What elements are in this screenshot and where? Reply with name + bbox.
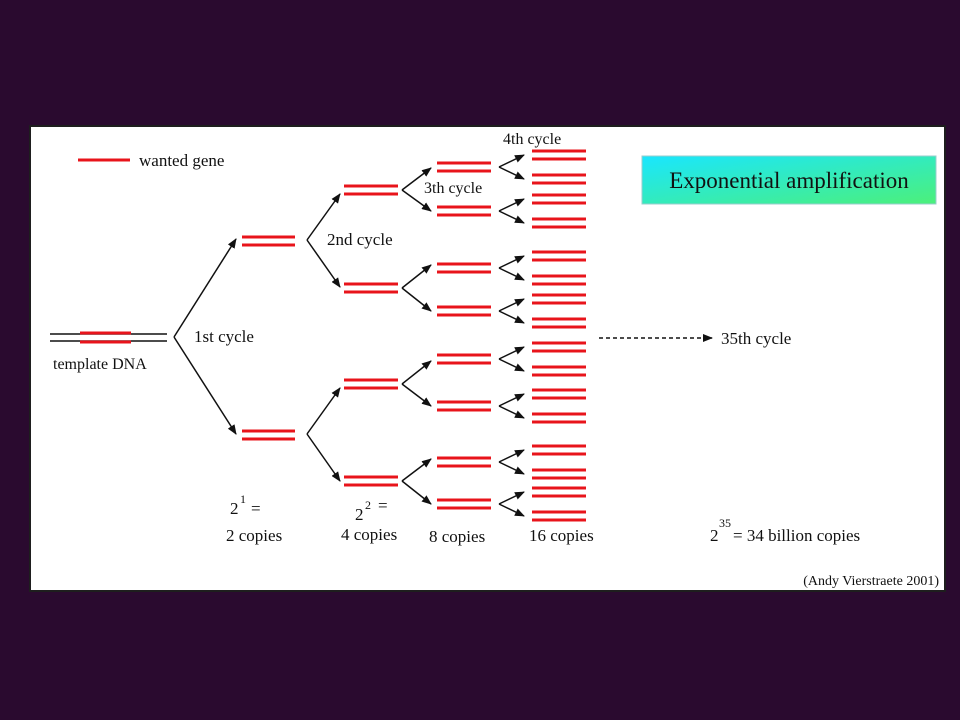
gen1-copy (242, 429, 295, 441)
svg-text:35: 35 (719, 516, 731, 530)
arrow (173, 336, 237, 435)
title-text: Exponential amplification (669, 168, 909, 193)
cycle-35-label: 35th cycle (721, 329, 791, 348)
copies-1: 2 1 = 2 copies (226, 492, 282, 545)
diagram-panel: wanted gene Exponential amplification te… (29, 125, 946, 592)
arrow (306, 387, 341, 435)
cycle-1-label: 1st cycle (194, 327, 254, 346)
svg-text:=: = (378, 496, 388, 515)
svg-text:2 copies: 2 copies (226, 526, 282, 545)
gen1-copy (242, 235, 295, 247)
svg-text:2: 2 (355, 505, 364, 524)
legend-label: wanted gene (139, 151, 224, 170)
svg-text:2: 2 (230, 499, 239, 518)
svg-text:=: = (251, 499, 261, 518)
cycle-2-label: 2nd cycle (327, 230, 393, 249)
gen2-copy (344, 282, 398, 294)
copies-4: 16 copies (529, 526, 594, 545)
arrow (306, 239, 341, 288)
svg-text:= 34 billion copies: = 34 billion copies (733, 526, 860, 545)
cycle-3-label: 3th cycle (424, 180, 482, 197)
template-label: template DNA (53, 356, 147, 373)
cycle-4-label: 4th cycle (503, 131, 561, 148)
gen2-copy (344, 475, 398, 487)
gen4-copies (532, 149, 586, 522)
gen2-copy (344, 184, 398, 196)
copies-3: 8 copies (429, 527, 485, 546)
svg-text:2: 2 (365, 498, 371, 512)
credit: (Andy Vierstraete 2001) (803, 574, 939, 589)
arrow (306, 193, 341, 241)
pcr-diagram: wanted gene Exponential amplification te… (50, 131, 939, 589)
svg-text:4 copies: 4 copies (341, 525, 397, 544)
gen2-copy (344, 378, 398, 390)
template-dna (50, 331, 167, 344)
cycle-4-arrows (498, 154, 525, 517)
svg-text:2: 2 (710, 526, 719, 545)
cycle-3-arrows (401, 167, 432, 505)
svg-text:1: 1 (240, 492, 246, 506)
copies-2: 2 2 = 4 copies (341, 496, 397, 544)
title-box (641, 155, 937, 205)
copies-35: 2 35 = 34 billion copies (710, 516, 860, 545)
gen3-copies (437, 161, 491, 510)
arrow (306, 433, 341, 482)
arrow (173, 238, 237, 338)
